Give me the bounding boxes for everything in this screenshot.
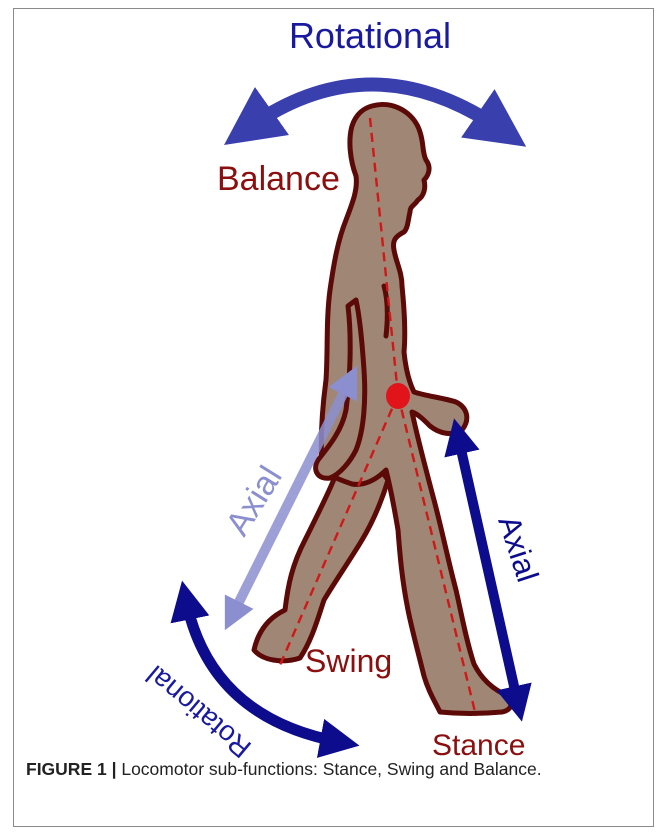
center-of-mass-dot [386,383,410,409]
label-swing: Swing [305,643,392,679]
caption-separator: | [107,759,122,779]
caption-label: FIGURE 1 [26,759,107,779]
label-rotational-top: Rotational [289,15,451,56]
label-axial-stance: Axial [491,511,545,586]
label-balance: Balance [217,160,340,198]
label-stance: Stance [432,729,525,762]
figure-caption: FIGURE 1 | Locomotor sub-functions: Stan… [26,759,636,780]
label-rotational-bottom: Rotational [140,659,257,764]
caption-text: Locomotor sub-functions: Stance, Swing a… [121,759,541,779]
